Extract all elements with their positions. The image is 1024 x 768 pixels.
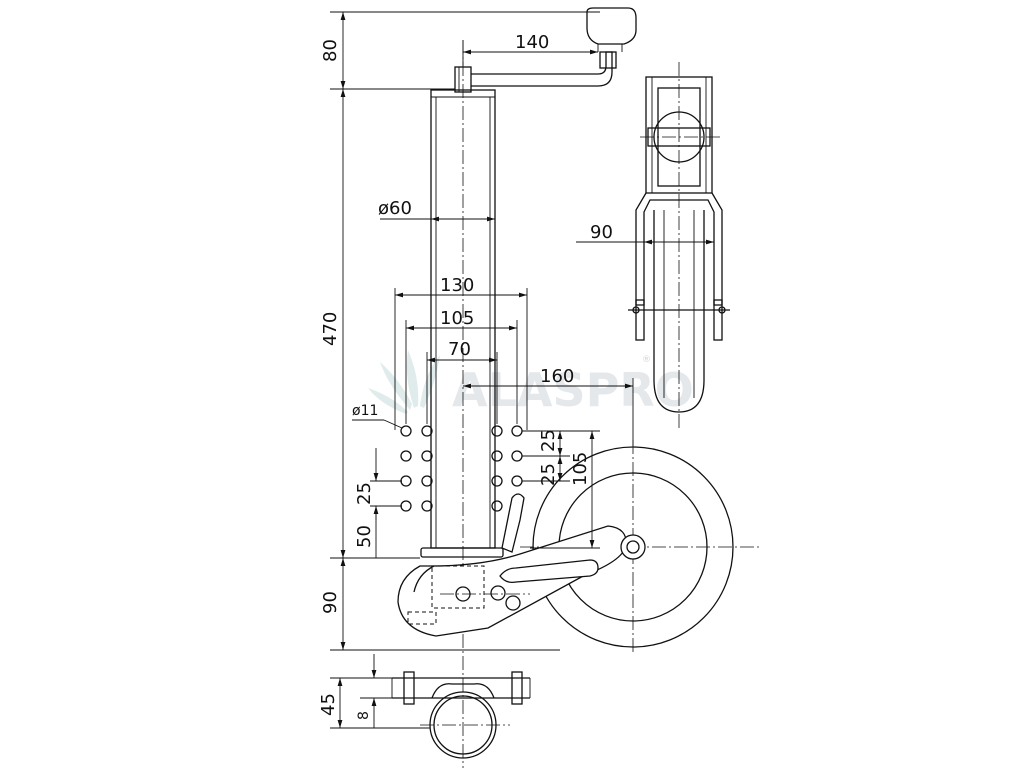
front-wheel bbox=[653, 210, 705, 413]
dim-140: 140 bbox=[515, 32, 549, 53]
dim-25-upper: 25 bbox=[538, 429, 559, 452]
dim-90-foot: 90 bbox=[320, 591, 341, 614]
dim-90-wheel: 90 bbox=[590, 222, 613, 243]
dim-105-plate: 105 bbox=[440, 308, 474, 329]
dim-8: 8 bbox=[356, 711, 372, 720]
dim-80: 80 bbox=[320, 39, 341, 62]
tube-collar bbox=[420, 547, 504, 558]
mounting-holes-left bbox=[400, 425, 433, 512]
dimension-lines: 80 470 90 140 ø60 130 105 70 160 bbox=[318, 11, 714, 729]
swing-arm-slot bbox=[499, 559, 599, 584]
dim-o11: ø11 bbox=[352, 403, 378, 419]
wheel-axle bbox=[620, 534, 646, 560]
dim-130: 130 bbox=[440, 275, 474, 296]
crank-knob bbox=[586, 7, 637, 45]
dim-160: 160 bbox=[540, 366, 574, 387]
dim-25-left: 25 bbox=[354, 482, 375, 505]
locking-lever bbox=[501, 493, 525, 553]
front-tube-frame bbox=[645, 76, 713, 194]
dim-70: 70 bbox=[448, 339, 471, 360]
front-fork bbox=[635, 192, 723, 306]
watermark-registered: ® bbox=[642, 355, 651, 365]
dim-25-lower: 25 bbox=[538, 463, 559, 486]
swing-arm bbox=[397, 493, 646, 637]
watermark-logo: ALASPRO ® bbox=[368, 350, 694, 417]
main-tube bbox=[420, 89, 504, 558]
dim-o60: ø60 bbox=[378, 198, 412, 219]
dim-105-vertical: 105 bbox=[570, 452, 591, 486]
side-view bbox=[391, 7, 760, 768]
watermark-leaf-icon bbox=[368, 350, 440, 414]
dim-50: 50 bbox=[354, 525, 375, 548]
crank-spindle bbox=[454, 66, 472, 93]
dim-470: 470 bbox=[320, 312, 341, 346]
tube-clamp bbox=[391, 671, 531, 759]
crank-handle bbox=[454, 7, 637, 93]
dim-45: 45 bbox=[318, 693, 339, 716]
pivot-housing-hidden bbox=[431, 565, 485, 609]
crank-arm bbox=[471, 51, 613, 87]
